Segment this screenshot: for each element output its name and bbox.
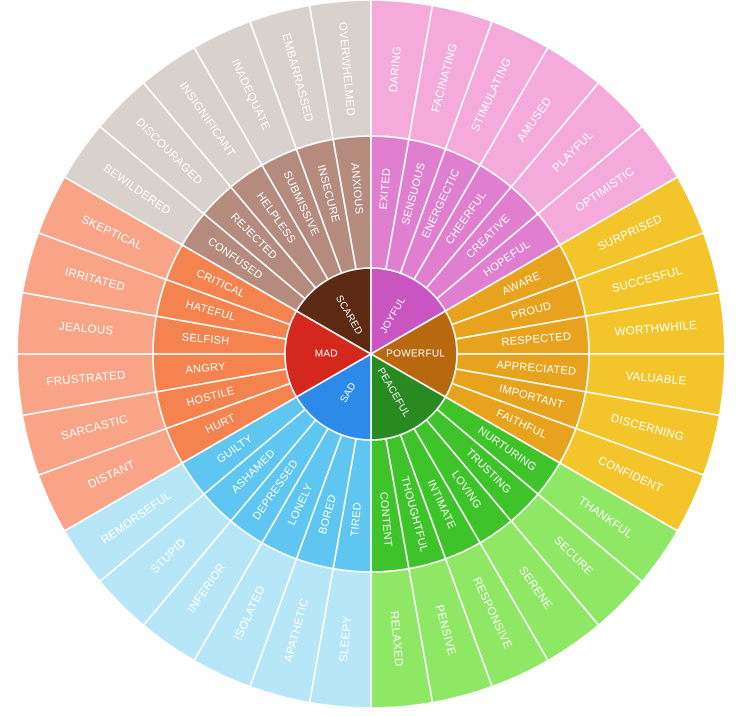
- core-label-powerful: POWERFUL: [386, 349, 445, 360]
- mid-label-content: CONTENT: [377, 491, 394, 547]
- outer-label-jealous: JEALOUS: [58, 321, 113, 338]
- core-ring: [284, 267, 458, 441]
- outer-ring: [16, 0, 726, 709]
- core-mad: [284, 309, 373, 399]
- core-powerful: [369, 309, 458, 399]
- middle-ring: [152, 135, 590, 573]
- mid-label-selfish: SELFISH: [181, 331, 230, 347]
- mid-label-exited: EXITED: [378, 167, 394, 209]
- outer-label-sleepy: SLEEPY: [338, 615, 354, 662]
- core-sad: [295, 352, 372, 441]
- mid-label-anxious: ANXIOUS: [348, 162, 364, 214]
- mid-label-tired: TIRED: [349, 502, 364, 537]
- core-label-mad: MAD: [315, 349, 338, 360]
- outer-label-relaxed: RELAXED: [388, 611, 405, 668]
- core-joyful: [370, 267, 447, 356]
- core-scared: [295, 267, 372, 356]
- outer-label-daring: DARING: [388, 45, 404, 92]
- outer-label-valuable: VALUABLE: [625, 370, 687, 387]
- mid-label-angry: ANGRY: [185, 361, 227, 377]
- core-peaceful: [370, 352, 447, 441]
